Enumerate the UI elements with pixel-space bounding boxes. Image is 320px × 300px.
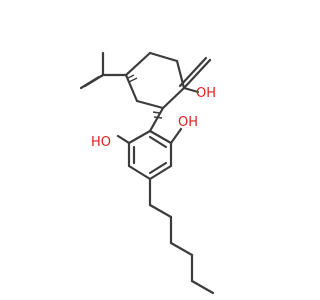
ho-label-left: HO — [91, 135, 111, 150]
ring-hydroxyl: OH — [182, 86, 216, 101]
ring-linkage — [148, 106, 165, 133]
chemical-structure-diagram: OH HO OH — [79, 51, 216, 295]
phenol-right: OH — [169, 115, 198, 145]
methylene-group — [178, 56, 212, 90]
isopropenyl-group — [79, 51, 128, 90]
phenol-left: HO — [91, 134, 131, 150]
oh-label-ring: OH — [196, 86, 216, 101]
pentyl-chain — [148, 177, 215, 295]
benzene-ring — [127, 129, 173, 181]
oh-label-right: OH — [178, 115, 198, 130]
cyclohexane-ring — [124, 51, 186, 110]
